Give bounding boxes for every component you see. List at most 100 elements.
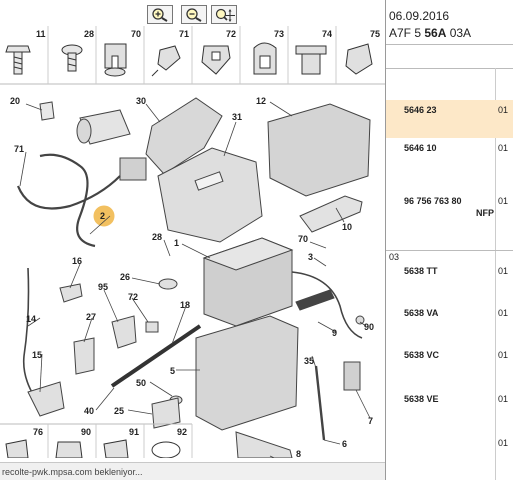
parts-ref: 5646 10 — [404, 143, 437, 153]
parts-row[interactable]: 5638 VE 01 — [386, 392, 513, 422]
parts-ref: 5638 TT — [404, 266, 438, 276]
thumb-num-92[interactable]: 92 — [177, 427, 187, 437]
harness-2-shape — [16, 153, 121, 248]
list-top-divider — [386, 68, 513, 69]
parts-row[interactable]: 5638 VC 01 — [386, 348, 513, 378]
thumb-num-72[interactable]: 72 — [226, 29, 236, 39]
callout-20[interactable]: 20 — [10, 96, 20, 106]
parts-qty: 01 — [498, 266, 509, 276]
bottom-parts-strip: 76 90 91 92 — [0, 423, 193, 458]
callout-15[interactable]: 15 — [32, 350, 42, 360]
parts-row[interactable]: 5638 TT 01 — [386, 264, 513, 294]
parts-ref: 5646 23 — [404, 105, 437, 115]
parts-note: NFP — [476, 208, 494, 218]
callout-12[interactable]: 12 — [256, 96, 266, 106]
header-date: 06.09.2016 — [389, 9, 450, 23]
part-76-icon — [5, 439, 29, 458]
part-20-shape — [39, 101, 55, 121]
thumb-num-90[interactable]: 90 — [81, 427, 91, 437]
zoom-out-button[interactable] — [181, 5, 207, 24]
callout-31[interactable]: 31 — [232, 112, 242, 122]
callout-50[interactable]: 50 — [136, 378, 146, 388]
parts-qty: 01 — [498, 196, 509, 206]
parts-row[interactable]: 96 756 763 80 NFP 01 — [386, 194, 513, 224]
callout-7[interactable]: 7 — [368, 416, 373, 426]
callout-26[interactable]: 26 — [120, 272, 130, 282]
exploded-parts-diagram: 11 28 70 71 72 73 74 75 — [0, 26, 385, 458]
parts-row-partial[interactable]: 01 — [386, 436, 513, 456]
thumb-num-76[interactable]: 76 — [33, 427, 43, 437]
thumb-num-73[interactable]: 73 — [274, 29, 284, 39]
status-bar: recolte-pwk.mpsa.com bekleniyor... — [0, 462, 385, 480]
callout-16[interactable]: 16 — [72, 256, 82, 266]
parts-qty: 01 — [498, 143, 509, 153]
parts-qty: 01 — [498, 105, 509, 115]
parts-row[interactable]: 5638 VA 01 — [386, 306, 513, 336]
part-91-icon — [103, 439, 129, 458]
callout-2[interactable]: 2 — [100, 211, 105, 221]
callout-6[interactable]: 6 — [342, 439, 347, 449]
callout-1[interactable]: 1 — [174, 238, 179, 248]
callout-3[interactable]: 3 — [308, 252, 313, 262]
callout-71[interactable]: 71 — [14, 144, 24, 154]
part-92-icon — [151, 441, 181, 458]
leader-lines — [19, 101, 371, 458]
clip-72-icon — [201, 45, 231, 75]
panel-divider[interactable] — [385, 0, 386, 480]
zoom-in-button[interactable] — [147, 5, 173, 24]
top-parts-strip: 11 28 70 71 72 73 74 75 — [0, 26, 385, 85]
thumb-num-70[interactable]: 70 — [131, 29, 141, 39]
connector-71-icon — [151, 45, 181, 77]
bracket-10-shape — [299, 195, 363, 233]
callout-18[interactable]: 18 — [180, 300, 190, 310]
callout-10[interactable]: 10 — [342, 222, 352, 232]
parts-qty: 01 — [498, 438, 509, 448]
screw-28-icon — [61, 44, 83, 72]
cover-30-shape — [145, 97, 223, 175]
model-suffix: 03A — [446, 26, 472, 40]
zoom-out-icon — [186, 8, 202, 22]
section-label: 03 — [389, 252, 400, 262]
thumb-num-74[interactable]: 74 — [322, 29, 332, 39]
callout-72[interactable]: 72 — [128, 292, 138, 302]
callout-90[interactable]: 90 — [364, 322, 374, 332]
callout-9[interactable]: 9 — [332, 328, 337, 338]
zoom-pan-button[interactable] — [211, 5, 237, 24]
callout-14[interactable]: 14 — [26, 314, 36, 324]
cable-18-shape — [110, 324, 202, 388]
callout-5[interactable]: 5 — [170, 366, 175, 376]
parts-qty: 01 — [498, 308, 509, 318]
parts-row-selected[interactable]: 5646 23 01 — [386, 100, 513, 138]
parts-ref: 5638 VC — [404, 350, 440, 360]
section-divider — [386, 250, 513, 251]
callout-35[interactable]: 35 — [304, 356, 314, 366]
tray-12-shape — [267, 103, 371, 197]
thumb-num-75[interactable]: 75 — [370, 29, 380, 39]
callout-95[interactable]: 95 — [98, 282, 108, 292]
relay-71-shape — [119, 157, 147, 181]
callout-8[interactable]: 8 — [296, 449, 301, 458]
thumb-num-71[interactable]: 71 — [179, 29, 189, 39]
zoom-pan-icon — [215, 8, 235, 22]
callout-labels: 20 30 12 71 31 2 10 28 1 70 3 16 26 95 7… — [10, 96, 374, 458]
parts-qty: 01 — [498, 394, 509, 404]
callout-27[interactable]: 27 — [86, 312, 96, 322]
callout-40[interactable]: 40 — [84, 406, 94, 416]
callout-70[interactable]: 70 — [298, 234, 308, 244]
callout-28[interactable]: 28 — [152, 232, 162, 242]
thumb-num-11[interactable]: 11 — [36, 29, 46, 39]
part-90-icon — [55, 441, 83, 458]
thumb-num-91[interactable]: 91 — [129, 427, 139, 437]
parts-row[interactable]: 5646 10 01 — [386, 141, 513, 171]
battery-cover-31-shape — [157, 147, 263, 243]
clip-75-icon — [345, 43, 373, 75]
qty-column-divider — [495, 68, 496, 480]
callout-25[interactable]: 25 — [114, 406, 124, 416]
callout-30[interactable]: 30 — [136, 96, 146, 106]
thumb-num-28[interactable]: 28 — [84, 29, 94, 39]
highlight-callout — [93, 205, 115, 227]
clip-70-icon — [104, 43, 127, 77]
toolbar — [0, 0, 385, 27]
model-code: 56A — [424, 26, 447, 40]
bolt-11-icon — [5, 45, 31, 75]
